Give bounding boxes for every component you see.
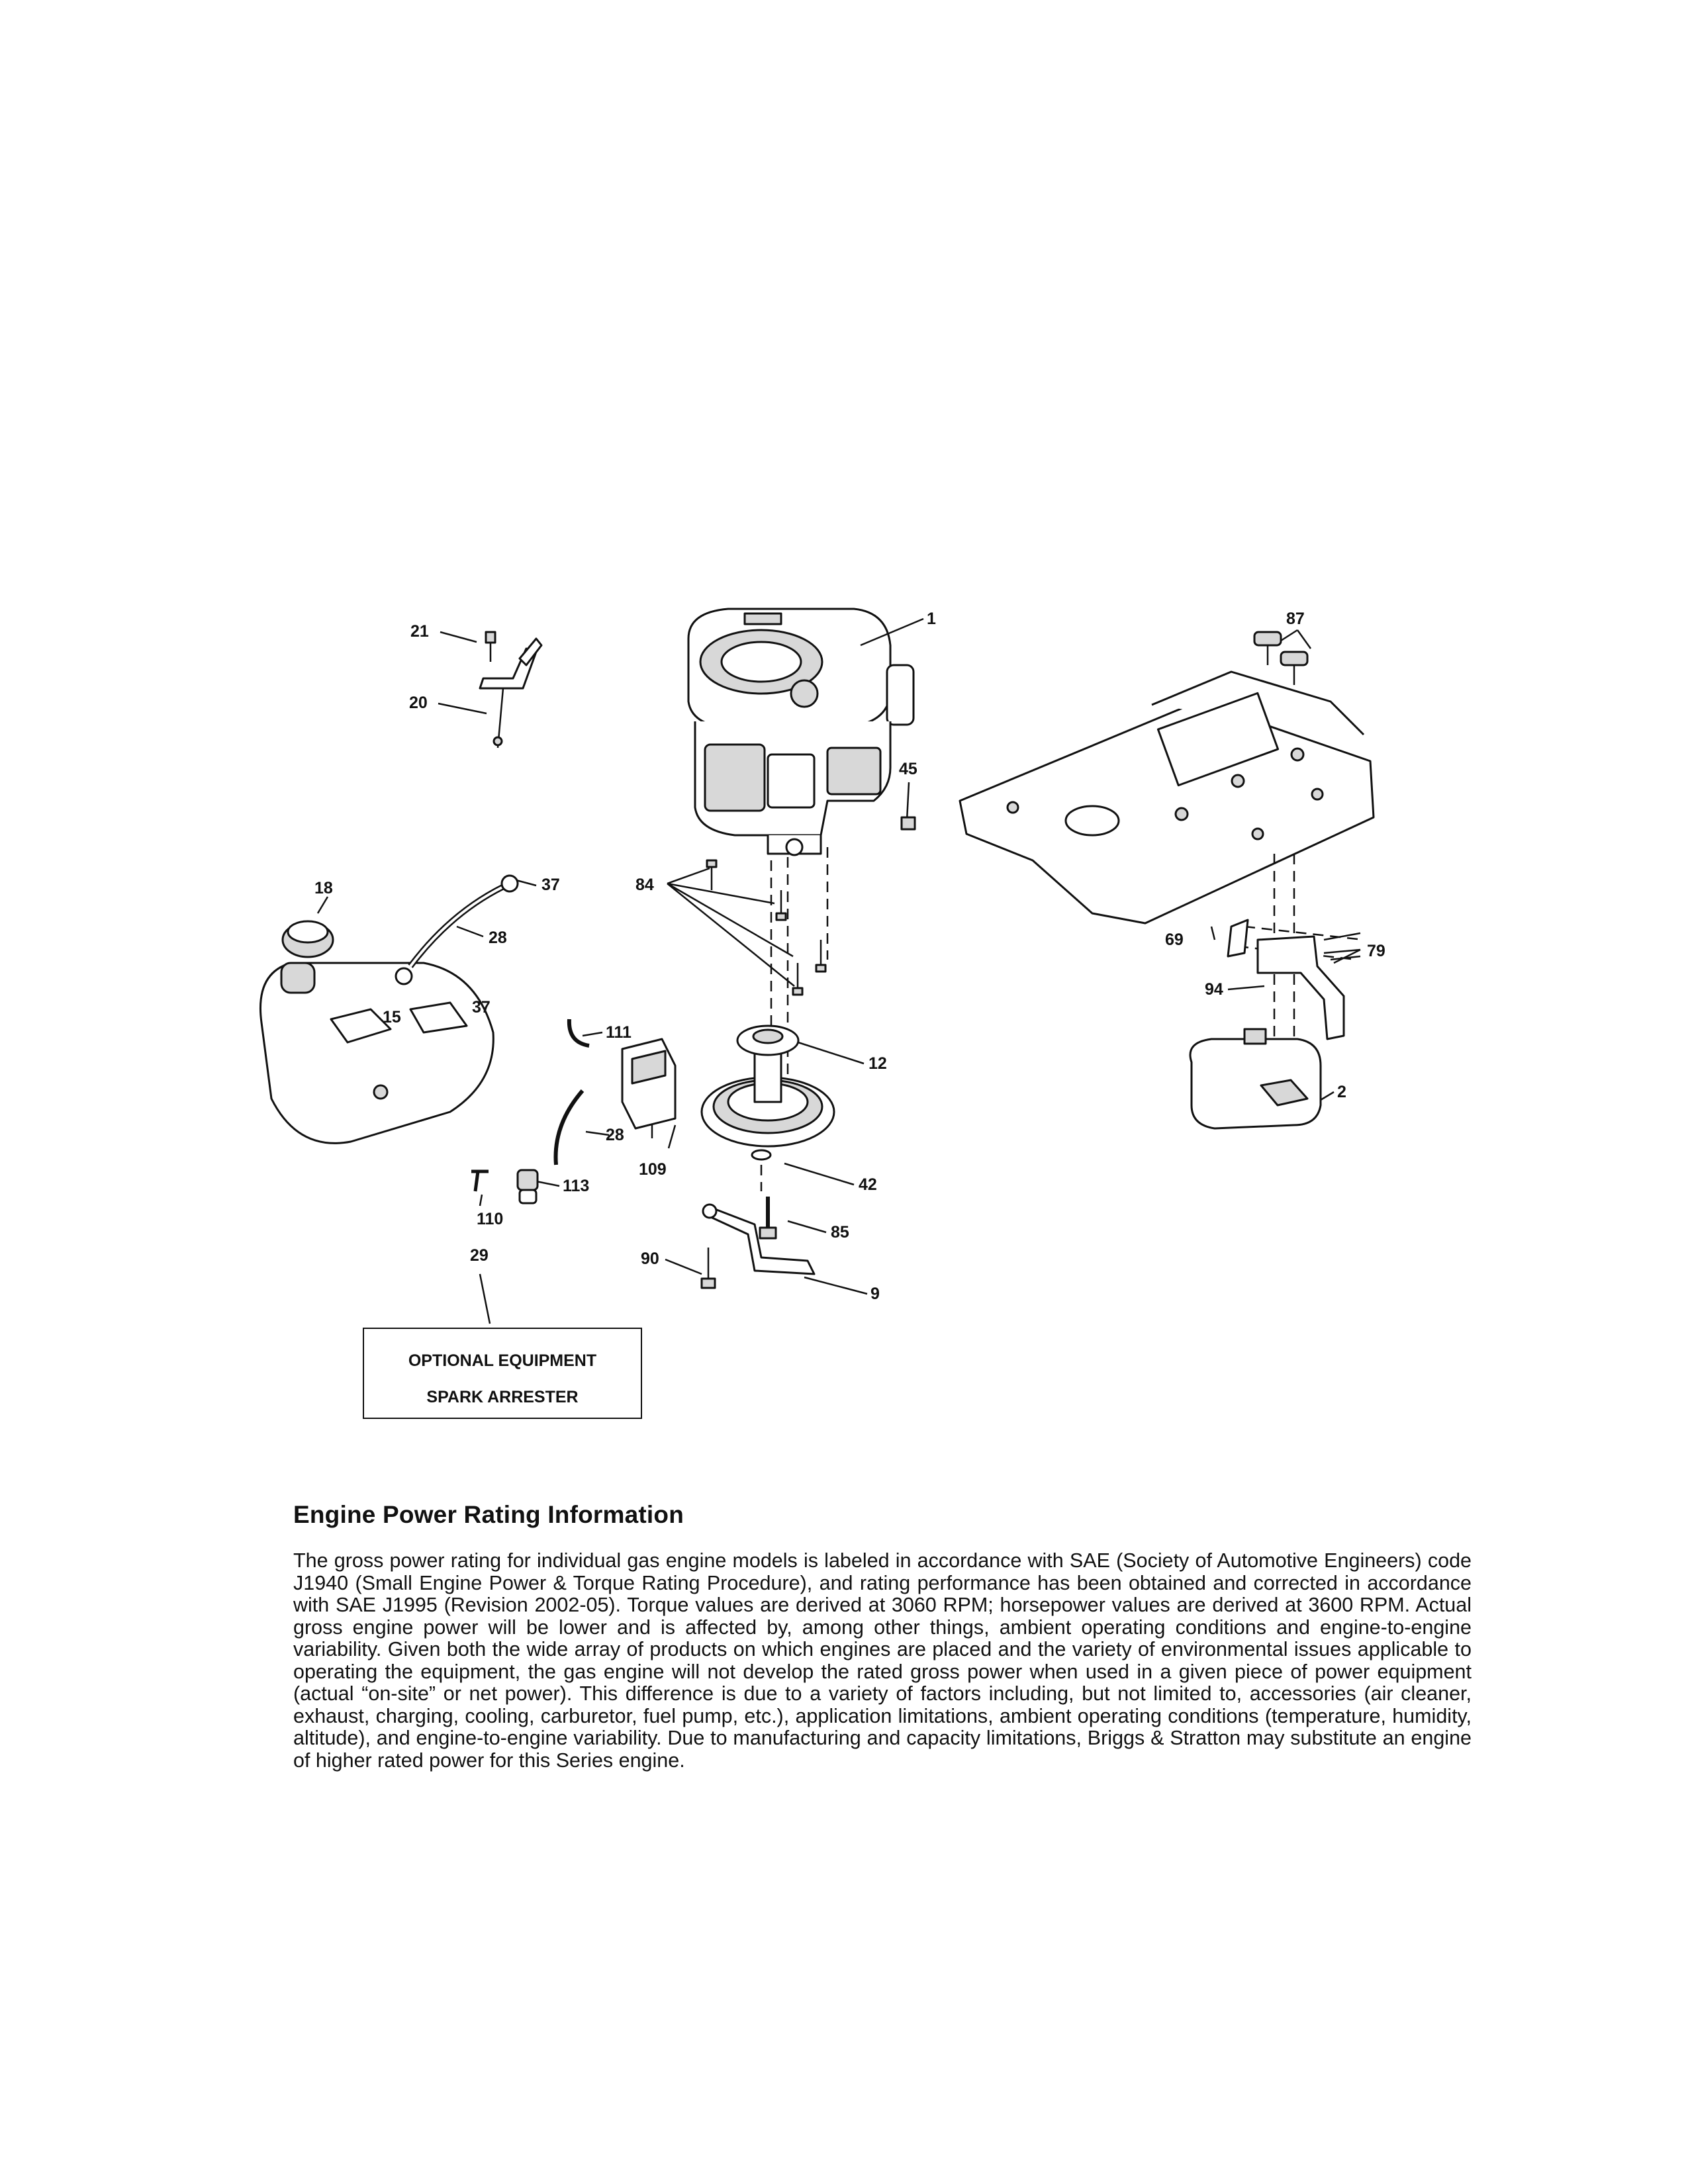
callout-37-lower: 37 (472, 998, 491, 1017)
callout-79: 79 (1367, 942, 1385, 960)
bolts-87 (1253, 631, 1309, 685)
callout-90: 90 (641, 1250, 659, 1268)
callout-2: 2 (1337, 1083, 1346, 1101)
hoses (553, 1019, 590, 1165)
callout-20: 20 (409, 694, 428, 712)
fitting (471, 1169, 489, 1192)
callout-numbers: 1 87 21 20 45 18 37 28 37 84 15 69 79 94… (314, 610, 1385, 1303)
callout-12: 12 (868, 1054, 887, 1073)
chassis-plate (959, 670, 1375, 925)
optional-equipment-label: OPTIONAL EQUIPMENT (408, 1351, 597, 1370)
fuel-cap (281, 920, 334, 958)
callout-29: 29 (470, 1246, 489, 1265)
callout-37-upper: 37 (541, 876, 560, 894)
fuel-pump (621, 1038, 677, 1138)
fuel-filter (516, 1169, 539, 1205)
bracket (700, 1203, 816, 1289)
washer-bolt (751, 1149, 777, 1240)
callout-69: 69 (1165, 931, 1184, 949)
callout-15: 15 (383, 1008, 401, 1026)
engine-power-rating-section: Engine Power Rating Information The gros… (293, 1501, 1472, 1772)
callout-28-lower: 28 (606, 1126, 624, 1144)
callout-87: 87 (1286, 610, 1305, 628)
pulley (700, 1024, 835, 1148)
callout-18: 18 (314, 879, 333, 897)
muffler (1189, 1028, 1322, 1130)
callout-9: 9 (870, 1285, 880, 1303)
fuel-line-upper (395, 874, 519, 985)
callout-1: 1 (927, 610, 936, 628)
alignment-lines (760, 847, 1364, 1191)
callout-84: 84 (635, 876, 654, 894)
callout-42: 42 (859, 1175, 877, 1194)
optional-equipment-box: OPTIONAL EQUIPMENT SPARK ARRESTER (363, 1328, 642, 1419)
fuel-tank (259, 962, 494, 1144)
callout-113: 113 (563, 1177, 589, 1195)
engine-assembly (687, 608, 915, 856)
section-title: Engine Power Rating Information (293, 1501, 684, 1528)
callout-45: 45 (899, 760, 917, 778)
throttle-control (479, 631, 543, 749)
callout-94: 94 (1205, 980, 1223, 999)
bolts-84 (706, 859, 827, 996)
callout-21: 21 (410, 622, 429, 641)
callout-110: 110 (477, 1210, 503, 1228)
spark-arrester-label: SPARK ARRESTER (426, 1388, 579, 1406)
nut-45 (900, 816, 916, 831)
section-body: The gross power rating for individual ga… (293, 1549, 1472, 1772)
callout-111: 111 (606, 1023, 632, 1042)
exhaust-pipe (1227, 919, 1361, 1040)
callout-109: 109 (639, 1160, 667, 1179)
callout-28-upper: 28 (489, 929, 507, 947)
callout-85: 85 (831, 1223, 849, 1242)
